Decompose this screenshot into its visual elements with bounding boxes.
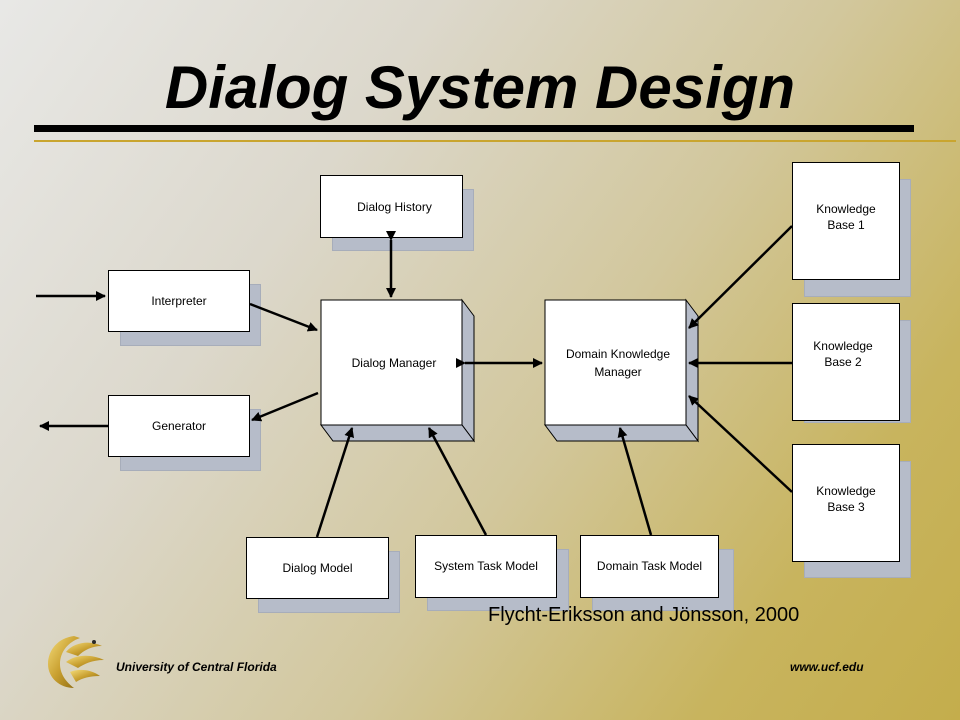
generator-label: Generator [108, 395, 250, 457]
domain-knowledge-manager-label-line2: Manager [594, 365, 641, 379]
kb1-arrow [688, 225, 793, 329]
knowledge-base-3-label: Knowledge Base 3 [792, 444, 900, 562]
title-rule-thin [34, 140, 956, 142]
interpreter-label: Interpreter [108, 270, 250, 332]
domain-knowledge-manager-label-line1: Domain Knowledge [566, 347, 670, 361]
knowledge-base-1-label: Knowledge Base 1 [792, 162, 900, 280]
dialog-model-arrow [315, 427, 355, 538]
footer-website[interactable]: www.ucf.edu [790, 660, 864, 674]
interpreter-to-manager-arrow [249, 302, 318, 332]
kb3-arrow [688, 395, 793, 493]
pegasus-logo-icon [48, 636, 104, 688]
domain-task-model-label: Domain Task Model [580, 535, 719, 598]
knowledge-base-2-label: Knowledge Base 2 [792, 303, 900, 421]
title-rule-thick [34, 125, 914, 132]
dialog-manager-label: Dialog Manager [352, 356, 437, 370]
dialog-manager-block [320, 298, 475, 443]
domain-task-model-arrow [617, 427, 653, 536]
dialog-history-label: Dialog History [320, 175, 463, 238]
system-task-model-arrow [427, 427, 488, 536]
domain-knowledge-manager-block [544, 298, 699, 443]
slide-title: Dialog System Design [164, 54, 796, 121]
footer-university: University of Central Florida [116, 660, 277, 674]
manager-to-generator-arrow [251, 391, 319, 422]
dialog-model-label: Dialog Model [246, 537, 389, 599]
citation: Flycht-Eriksson and Jönsson, 2000 [488, 604, 800, 626]
system-task-model-label: System Task Model [415, 535, 557, 598]
